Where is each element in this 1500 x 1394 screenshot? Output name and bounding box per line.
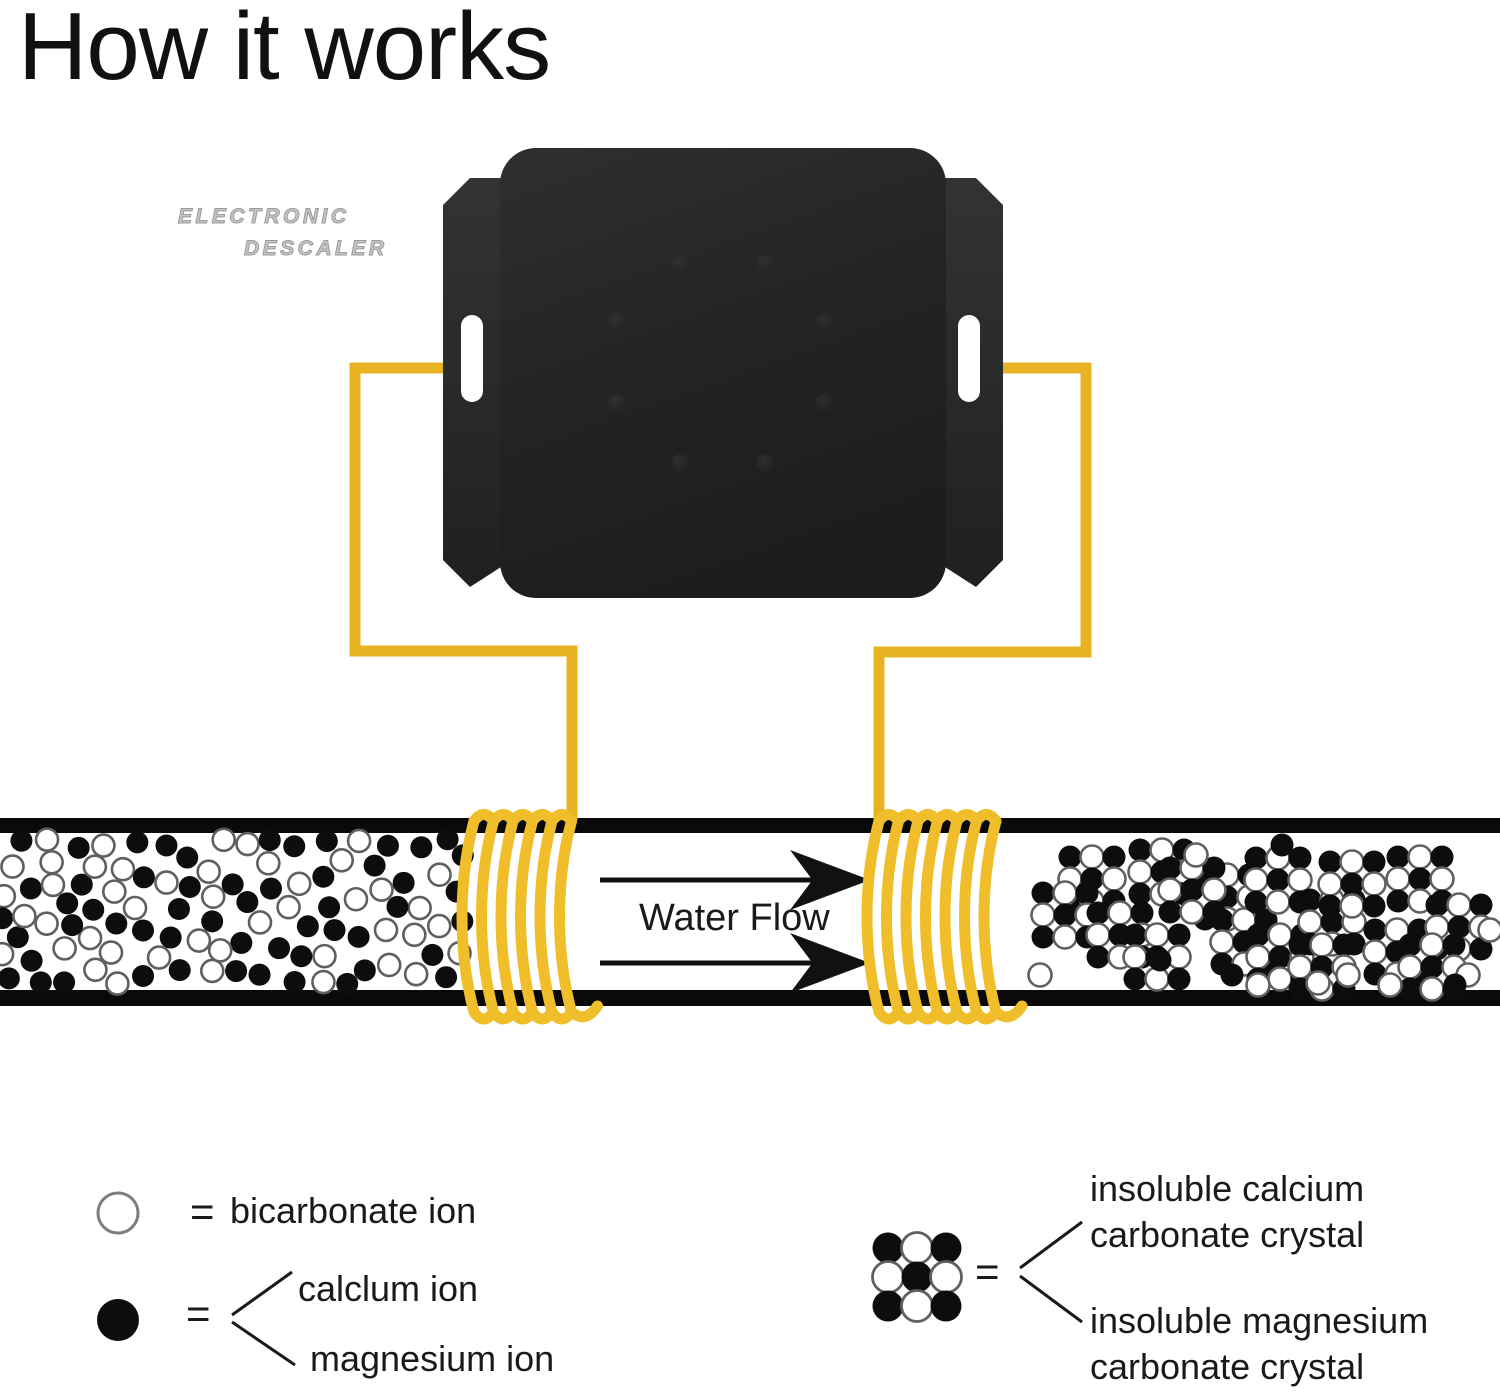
legend-fork-line-lower (231, 1320, 296, 1367)
device-brand-line-1: ELECTRONIC (178, 205, 350, 229)
legend-equals-filled: = (186, 1290, 211, 1337)
induction-coil-left (456, 809, 603, 1025)
legend-right-fork-line-upper (1019, 1220, 1083, 1270)
mounting-slot-left (461, 315, 483, 402)
treated-crystal-field (1027, 833, 1500, 1002)
legend-label-magnesium-ion: magnesium ion (310, 1338, 555, 1379)
water-flow-label: Water Flow (639, 897, 830, 939)
induction-coil-right (861, 809, 1028, 1025)
legend-open-circle-marker (96, 1191, 140, 1235)
legend-label-bicarbonate: bicarbonate ion (230, 1190, 477, 1231)
legend-label-magnesium-crystal-line2: carbonate crystal (1090, 1346, 1365, 1387)
wire-routing (349, 362, 1092, 822)
legend-right-fork-line-lower (1019, 1274, 1083, 1324)
legend-equals-bicarbonate: = (190, 1188, 215, 1235)
device-screw-dimples (608, 255, 833, 472)
pipe-wall-top (0, 818, 1500, 833)
legend-label-calcium-crystal-line2: carbonate crystal (1090, 1214, 1365, 1255)
untreated-particle-field (0, 827, 474, 996)
device-brand-line-2: DESCALER (244, 237, 388, 261)
device-body (500, 148, 946, 598)
wire-left (349, 362, 578, 820)
legend-filled-circle-marker (97, 1299, 139, 1341)
pipe-wall-bottom (0, 990, 1500, 1006)
legend-label-calcium-crystal-line1: insoluble calcium (1090, 1168, 1365, 1209)
descaler-device[interactable] (443, 148, 1003, 598)
legend-fork-line-upper (231, 1270, 293, 1317)
wire-right (873, 362, 1092, 822)
legend-label-magnesium-crystal-line1: insoluble magnesium (1090, 1300, 1429, 1341)
legend-crystal-cluster-marker (871, 1231, 963, 1323)
legend-markers (96, 1191, 1083, 1367)
legend-label-calcium-ion: calclum ion (298, 1268, 479, 1309)
page-title: How it works (18, 0, 551, 100)
legend-equals-crystal: = (975, 1248, 1000, 1295)
water-flow-arrows (600, 850, 870, 993)
mounting-slot-right (958, 315, 980, 402)
